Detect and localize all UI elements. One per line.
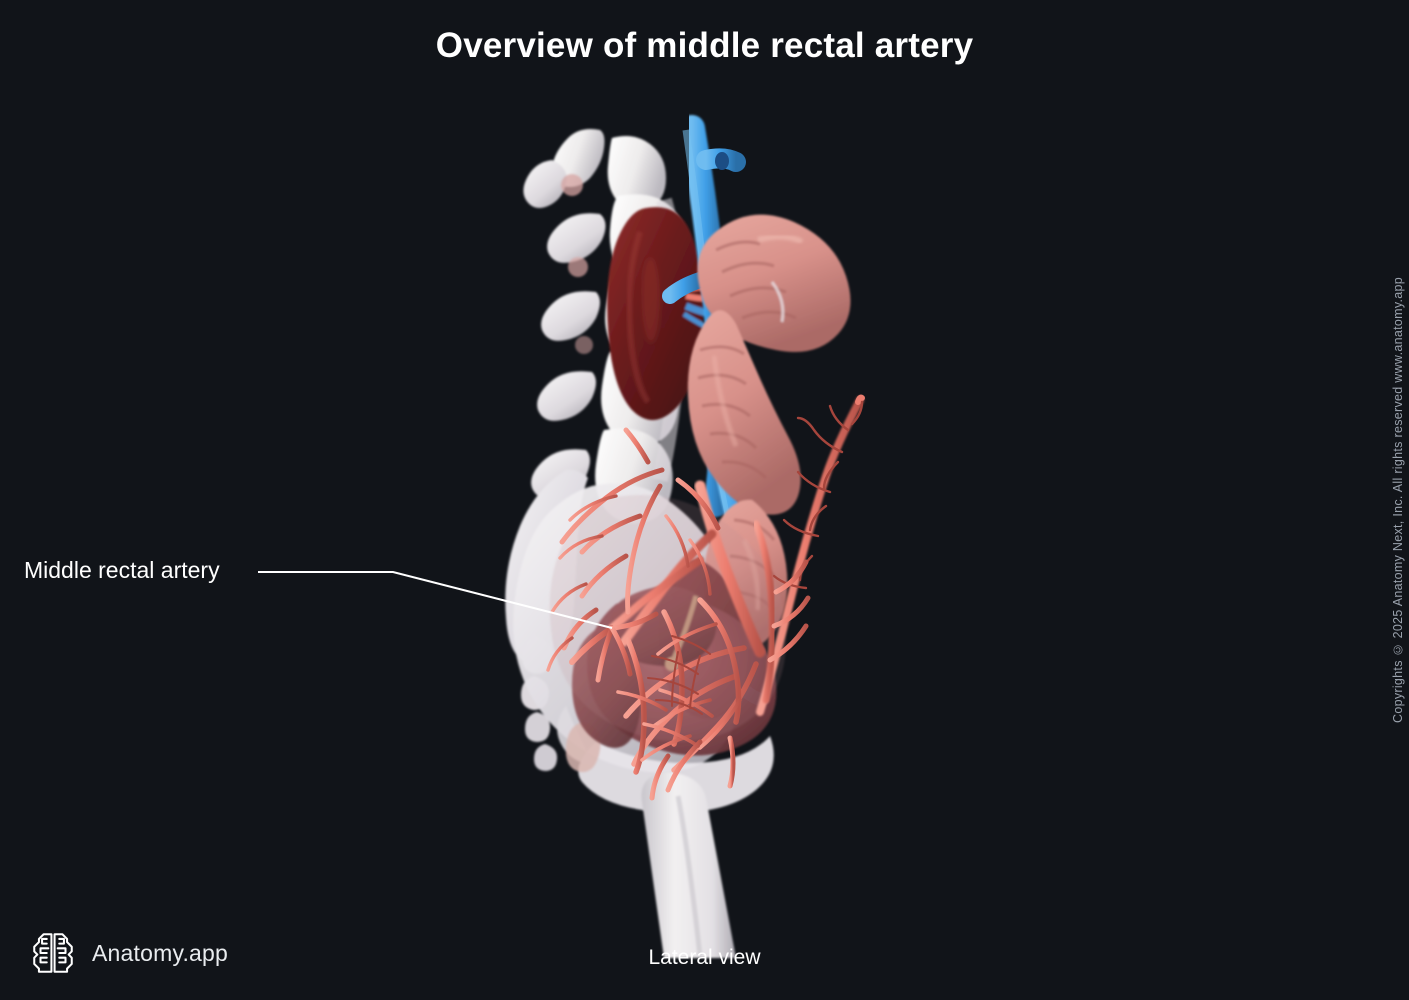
- brain-icon: [28, 928, 78, 978]
- leader-line-middle-rectal-artery: [258, 570, 613, 630]
- copyright-notice: Copyrights © 2025 Anatomy Next, Inc. All…: [1391, 277, 1405, 723]
- arterial-tree: [546, 394, 865, 801]
- page-title: Overview of middle rectal artery: [435, 26, 974, 65]
- brand-logo: Anatomy.app: [28, 928, 228, 978]
- brand-wordmark: Anatomy.app: [92, 939, 229, 966]
- view-caption: Lateral view: [648, 946, 761, 969]
- label-middle-rectal-artery: Middle rectal artery: [24, 557, 220, 583]
- femur: [641, 772, 736, 958]
